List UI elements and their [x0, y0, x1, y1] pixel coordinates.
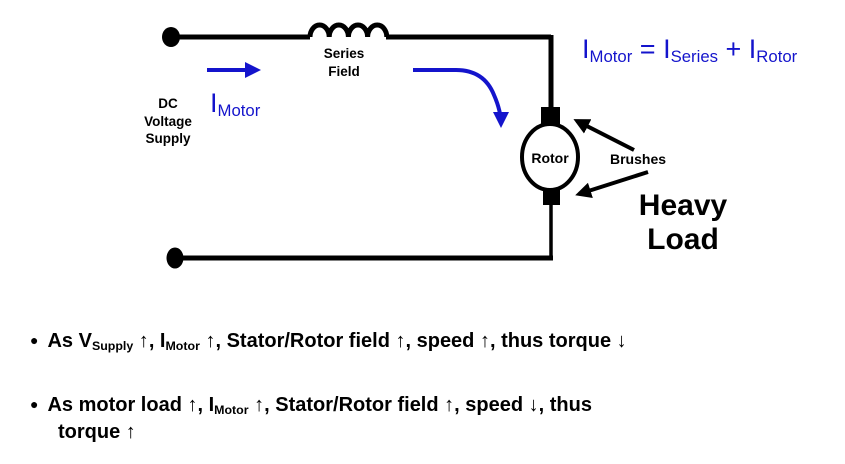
bullet-marker: ● [30, 332, 39, 348]
bullet-line-2: torque ↑ [30, 421, 592, 443]
dc-voltage-supply-label: DC Voltage Supply [144, 96, 192, 147]
series-field-label: Series Field [323, 46, 365, 79]
brushes-label: Brushes [610, 151, 667, 167]
text-run: As motor load [47, 394, 182, 416]
subscript-text: Supply [91, 338, 134, 353]
arrow-glyph: ↑ [120, 420, 136, 443]
heavy-load-label: Heavy Load [638, 189, 728, 256]
text-run: , Stator/Rotor field [264, 394, 439, 416]
text-run: = I [632, 34, 671, 64]
subscript-text: Series [670, 47, 719, 67]
rotor-label: Rotor [531, 150, 569, 166]
text-run: , I [148, 330, 166, 352]
arrow-glyph: ↓ [611, 330, 627, 352]
arrow-glyph: ↑ [181, 394, 198, 416]
subscript-text: Motor [165, 338, 200, 353]
current-curve-arrow-icon [413, 68, 509, 128]
arrow-glyph: ↑ [389, 330, 406, 352]
bullet-marker: ● [30, 396, 39, 412]
text-run: I [210, 88, 218, 118]
brushes-pointer-arrow-top-icon [573, 119, 635, 152]
text-run: , speed [405, 330, 475, 352]
arrow-glyph: ↑ [438, 394, 455, 416]
text-run: I [582, 34, 590, 64]
brushes-pointer-arrow-bottom-icon [575, 170, 649, 198]
arrow-glyph: ↑ [248, 394, 265, 416]
bullet-point-motor-load: ●As motor load ↑, IMotor ↑, Stator/Rotor… [30, 393, 592, 443]
text-run: , thus [538, 394, 592, 416]
bullet-point-supply-voltage: ●As VSupply ↑, IMotor ↑, Stator/Rotor fi… [30, 329, 627, 357]
arrow-glyph: ↓ [523, 394, 539, 416]
text-run: , Stator/Rotor field [215, 330, 390, 352]
arrow-glyph: ↑ [474, 330, 490, 352]
arrow-glyph: ↑ [199, 330, 216, 352]
bullet-text: As motor load ↑, IMotor ↑, Stator/Rotor … [47, 394, 592, 417]
brush-bottom-square [543, 189, 560, 205]
arrow-glyph: ↑ [133, 330, 149, 352]
text-run: , speed [454, 394, 524, 416]
brush-top-square [541, 107, 560, 124]
series-motor-circuit-diagram [162, 22, 649, 269]
subscript-text: Motor [217, 101, 261, 121]
text-run: + I [718, 34, 757, 64]
subscript-text: Motor [214, 402, 249, 417]
current-equation: IMotor = ISeries + IRotor [582, 34, 797, 67]
bullet-line-1: ●As motor load ↑, IMotor ↑, Stator/Rotor… [30, 393, 592, 421]
text-run: torque [58, 420, 121, 443]
subscript-text: Rotor [756, 47, 798, 67]
text-run: As V [47, 330, 92, 352]
series-field-inductor-icon [307, 22, 390, 38]
text-run: , I [197, 394, 215, 416]
i-motor-current-label: IMotor [210, 88, 260, 121]
text-run: , thus torque [489, 330, 612, 352]
subscript-text: Motor [589, 47, 633, 67]
bullet-text: As VSupply ↑, IMotor ↑, Stator/Rotor fie… [47, 330, 627, 353]
